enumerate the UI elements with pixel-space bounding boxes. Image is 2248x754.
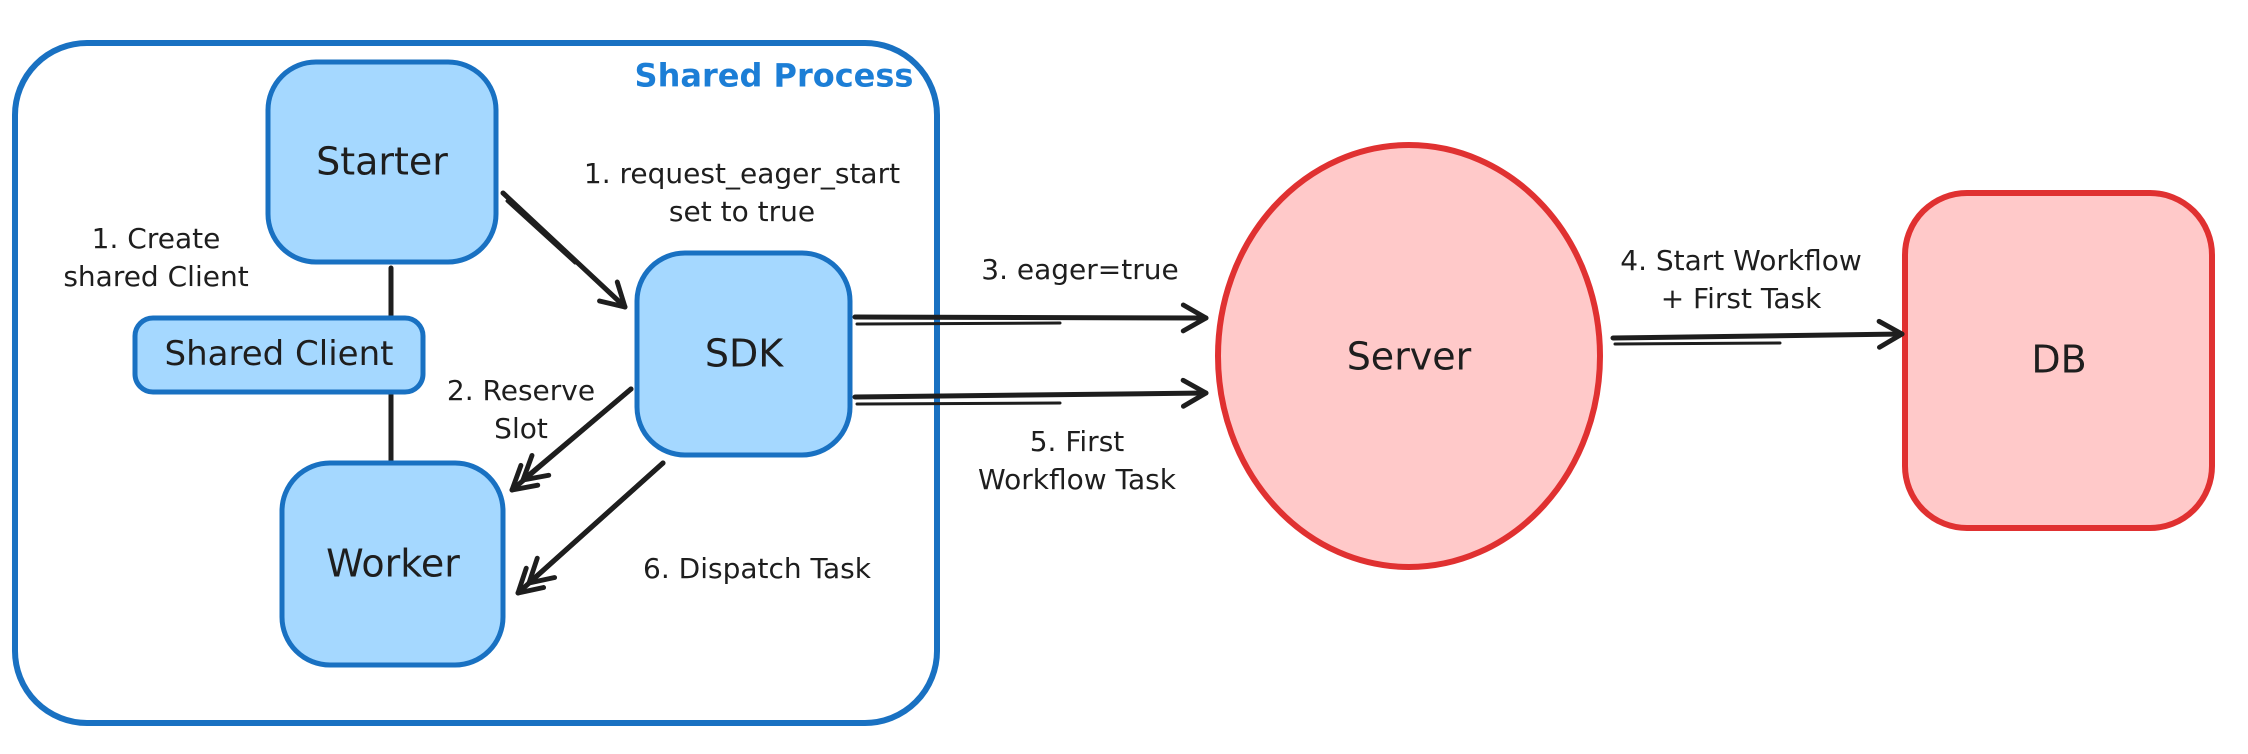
worker-label: Worker (326, 541, 460, 586)
shared-client-node (132, 315, 426, 395)
arrow-start-workflow-sketch-stroke (1613, 341, 1782, 346)
worker-node (279, 460, 506, 668)
arrow-first-workflow-task (852, 377, 1209, 409)
arrow-eager-true (852, 302, 1209, 334)
shared-client-label: Shared Client (164, 334, 394, 375)
annotation-first-workflow-task: 5. First Workflow Task (978, 425, 1176, 496)
annotation-create-shared-client: 1. Create shared Client (63, 222, 249, 293)
server-label: Server (1346, 334, 1472, 379)
annotation-dispatch-task: 6. Dispatch Task (643, 552, 871, 586)
arrow-request-eager-start (500, 190, 628, 310)
arrow-reserve-slot-second-chevron (520, 386, 634, 483)
sdk-node (634, 250, 853, 458)
arrow-first-workflow-task-sketch-stroke (855, 401, 1062, 406)
db-node (1902, 190, 2215, 531)
starter-node (265, 59, 499, 265)
arrow-dispatch-task-second-chevron (526, 460, 666, 586)
shared-process-container (12, 40, 940, 726)
server-node (1215, 142, 1603, 570)
sdk-label: SDK (704, 331, 784, 376)
annotation-start-workflow: 4. Start Workflow + First Task (1620, 244, 1862, 315)
arrow-eager-true-sketch-stroke (855, 321, 1062, 326)
annotation-reserve-slot: 2. Reserve Slot (446, 374, 596, 445)
starter-label: Starter (316, 139, 448, 184)
arrow-start-workflow (1610, 318, 1905, 350)
arrow-request-eager-start-sketch-stroke (505, 199, 577, 265)
annotation-eager-true: 3. eager=true (981, 253, 1179, 287)
db-label: DB (2031, 337, 2087, 382)
shared-process-title: Shared Process (634, 56, 914, 95)
annotation-request-eager-start: 1. request_eager_start set to true (583, 157, 901, 228)
